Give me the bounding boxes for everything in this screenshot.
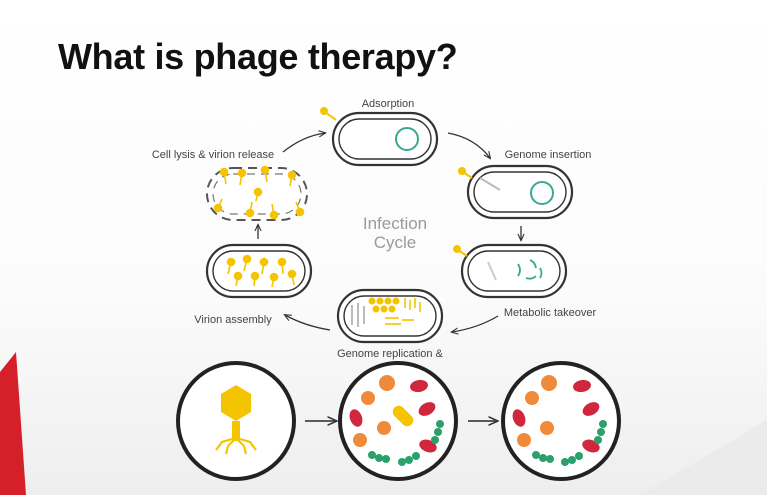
cycle-center-label-line2: Cycle <box>374 233 417 252</box>
arrow-adsorption-to-insertion <box>447 132 490 158</box>
bottom-circle-mixed-bacteria <box>338 361 458 481</box>
cell-virion-assembly <box>205 243 313 299</box>
cell-metabolic-takeover <box>453 243 568 299</box>
label-genome-replication: Genome replication & <box>337 348 443 360</box>
bacteria-group <box>349 375 444 466</box>
label-virion-assembly: Virion assembly <box>194 314 272 326</box>
slide-title: What is phage therapy? <box>58 36 458 77</box>
grey-accent-shape <box>640 420 767 495</box>
arrow-lysis-to-adsorption <box>282 133 325 153</box>
cell-genome-insertion <box>458 164 574 220</box>
bottom-circle-after-therapy <box>501 361 621 481</box>
cell-lysis <box>206 165 308 221</box>
bottom-circle-phage <box>176 361 296 481</box>
label-adsorption: Adsorption <box>362 98 415 110</box>
red-accent-shape <box>0 352 26 495</box>
cell-adsorption <box>320 107 439 167</box>
cycle-center-label-line1: Infection <box>363 214 427 233</box>
bacteria-group-remaining <box>512 375 607 466</box>
phage-icon <box>215 385 257 455</box>
cell-genome-replication <box>336 288 444 344</box>
arrow-takeover-to-replication <box>452 315 499 332</box>
cycle-arrows <box>258 133 521 332</box>
arrow-replication-to-assembly <box>285 315 331 331</box>
label-metabolic-takeover: Metabolic takeover <box>504 307 597 319</box>
label-genome-insertion: Genome insertion <box>505 149 592 161</box>
label-cell-lysis: Cell lysis & virion release <box>152 149 274 161</box>
